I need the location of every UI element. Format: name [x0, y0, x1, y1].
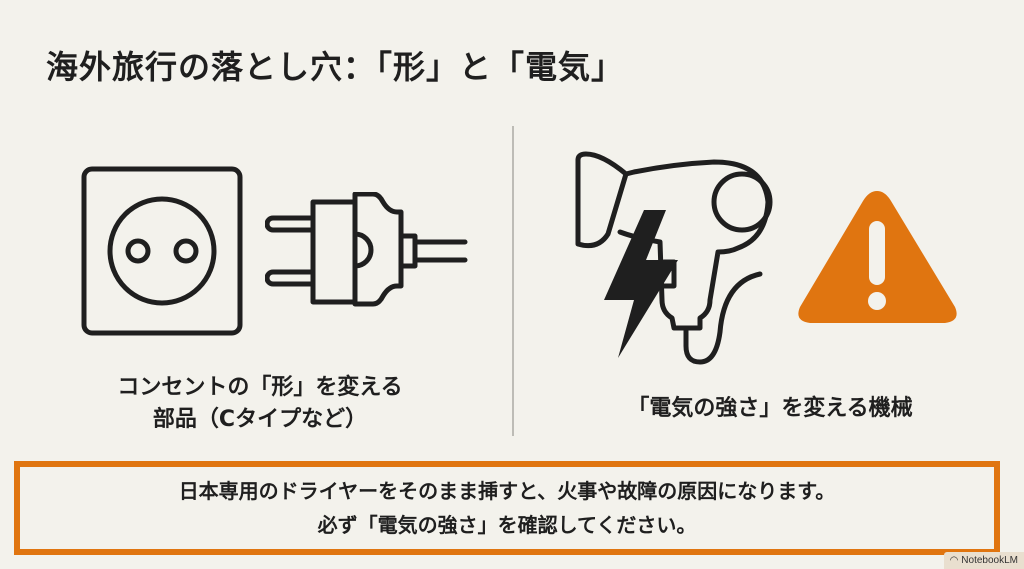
transformer-caption: 「電気の強さ」を変える機械	[627, 396, 913, 421]
page-title: 海外旅行の落とし穴：「形」と「電気」	[46, 48, 625, 86]
caption-line-2: 部品（Cタイプなど）	[152, 407, 368, 432]
warning-icon	[798, 191, 957, 323]
outlet-adapter-caption: コンセントの「形」を変える 部品（Cタイプなど）	[60, 372, 460, 436]
warning-notice-box: 日本専用のドライヤーをそのまま挿すと、火事や故障の原因になります。 必ず「電気の…	[14, 461, 1000, 555]
section-divider	[512, 126, 514, 436]
notebooklm-watermark: ◠ NotebookLM	[943, 552, 1024, 569]
notice-line-1: 日本専用のドライヤーをそのまま挿すと、火事や故障の原因になります。	[178, 479, 836, 503]
hair-dryer-icon	[575, 151, 773, 365]
notebooklm-logo-icon: ◠	[949, 555, 959, 566]
watermark-text: NotebookLM	[961, 555, 1018, 566]
lightning-icon	[604, 210, 678, 358]
plug-adapter-icon	[265, 192, 468, 307]
notice-line-2: 必ず「電気の強さ」を確認してください。	[317, 513, 697, 537]
caption-line-1: コンセントの「形」を変える	[117, 375, 403, 400]
outlet-icon	[81, 166, 243, 336]
